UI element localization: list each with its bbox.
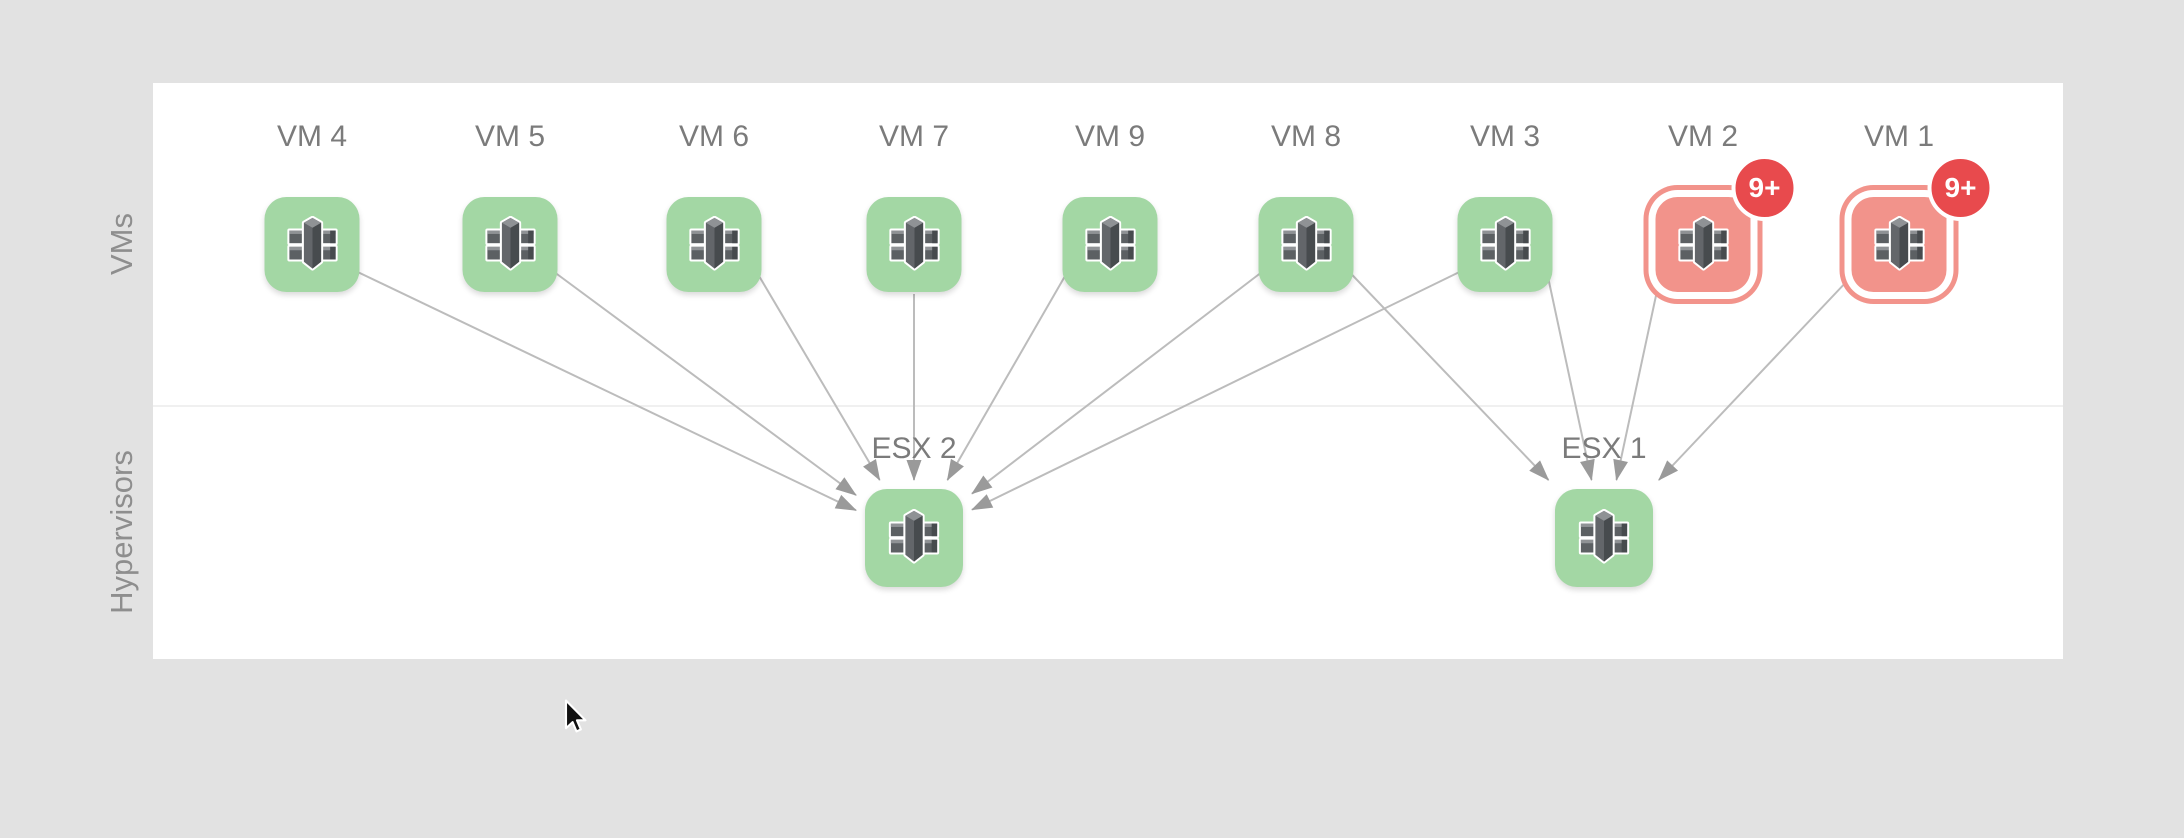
node-label-vm3: VM 3 <box>1469 120 1541 153</box>
status-box-vm3[interactable] <box>1457 197 1553 292</box>
status-box-vm2[interactable]: 9+ <box>1655 155 1798 292</box>
node-label-vm8: VM 8 <box>1270 120 1342 153</box>
vm-object-icon <box>1479 215 1531 271</box>
node-label-vm5: VM 5 <box>474 120 546 153</box>
alert-count-badge: 9+ <box>1927 155 1994 221</box>
node-label-esx1: ESX 1 <box>1561 432 1647 465</box>
vm-object-icon <box>1873 215 1925 271</box>
status-box-vm4[interactable] <box>264 197 360 292</box>
status-box-vm1[interactable]: 9+ <box>1851 155 1994 292</box>
vm-object-icon <box>888 509 940 564</box>
node-label-vm1: VM 1 <box>1863 120 1935 153</box>
vm-object-icon <box>1084 215 1136 271</box>
vm-object-icon <box>484 215 536 271</box>
status-box-vm8[interactable] <box>1258 197 1354 292</box>
vm-object-icon <box>1578 509 1630 564</box>
status-box-esx1[interactable] <box>1555 489 1653 587</box>
status-box-vm9[interactable] <box>1062 197 1158 292</box>
mouse-arrow-cursor <box>564 699 587 733</box>
vm-object-icon <box>1280 215 1332 271</box>
status-box-esx2[interactable] <box>865 489 963 587</box>
status-box-vm5[interactable] <box>462 197 558 292</box>
status-box-vm7[interactable] <box>866 197 962 292</box>
node-label-esx2: ESX 2 <box>871 432 957 465</box>
vm-object-icon <box>888 215 940 271</box>
vm-object-icon <box>1677 215 1729 271</box>
node-label-vm9: VM 9 <box>1074 120 1146 153</box>
status-box-vm6[interactable] <box>666 197 762 292</box>
node-label-vm4: VM 4 <box>276 120 348 153</box>
node-label-vm7: VM 7 <box>878 120 950 153</box>
alert-count-badge: 9+ <box>1731 155 1798 221</box>
node-label-vm2: VM 2 <box>1667 120 1739 153</box>
node-label-vm6: VM 6 <box>678 120 750 153</box>
vm-object-icon <box>286 215 338 271</box>
vm-object-icon <box>688 215 740 271</box>
